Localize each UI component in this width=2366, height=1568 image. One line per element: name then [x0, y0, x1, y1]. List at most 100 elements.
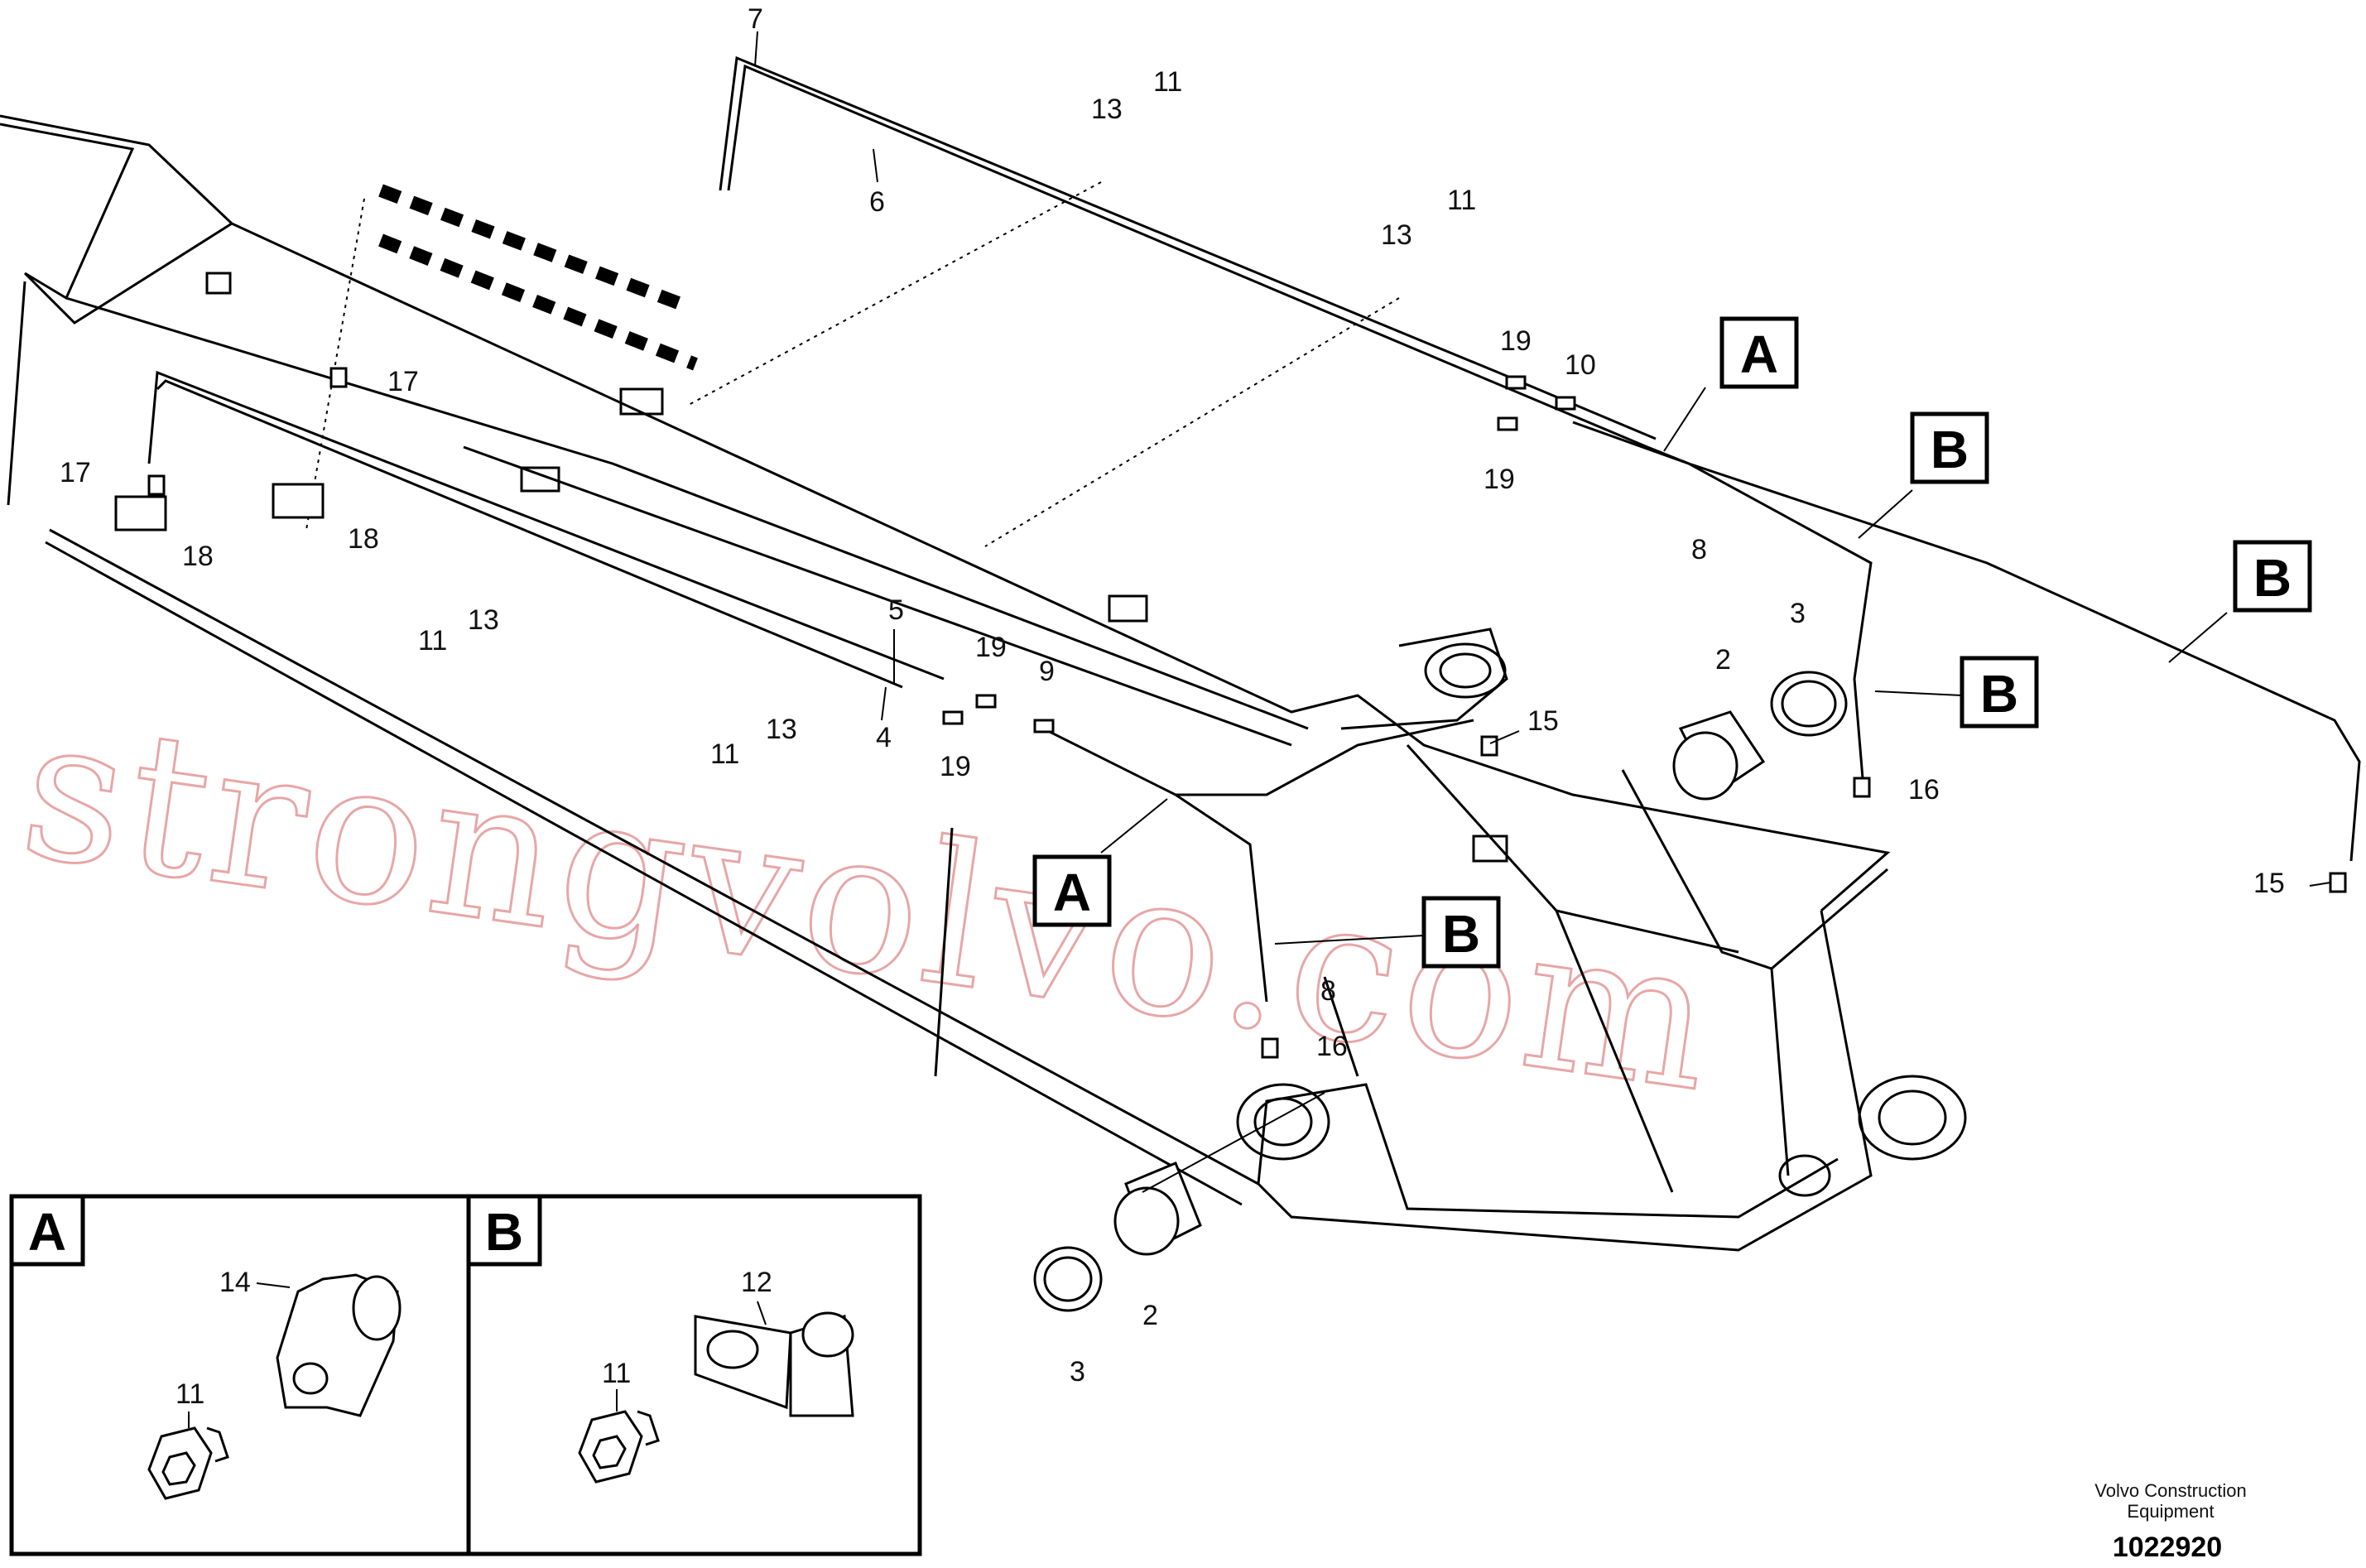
pivot-boss-foot-inner: [1878, 1089, 1947, 1146]
hose-7: [719, 55, 1657, 440]
callout-8: 8: [1691, 534, 1707, 565]
fitting-19: [1497, 416, 1518, 431]
callout-13: 13: [766, 714, 797, 745]
callout-2: 2: [1142, 1300, 1158, 1331]
callout-18: 18: [348, 523, 379, 555]
callout-7: 7: [748, 3, 763, 35]
pivot-boss-foot-hole: [1778, 1154, 1831, 1197]
boom-structure: [0, 114, 1967, 1252]
pivot-arm-upper: [1340, 628, 1508, 730]
fitting-17: [329, 367, 348, 388]
leader: [1100, 798, 1168, 854]
leader: [873, 148, 878, 183]
callout-16: 16: [1316, 1031, 1348, 1062]
callout-11: 11: [1447, 185, 1476, 216]
leader: [2309, 882, 2331, 887]
fitting-15: [1480, 735, 1498, 757]
hoses: [147, 55, 2361, 1003]
callout-4: 4: [876, 722, 892, 753]
footer-company: Volvo Construction: [2094, 1480, 2246, 1501]
bolt-icon: [578, 1410, 660, 1484]
seal-ring-3-inner: [1781, 680, 1837, 728]
section-mark-b: B: [1421, 896, 1501, 969]
mount-pad: [1108, 594, 1148, 623]
boom-top-plate: [0, 123, 233, 325]
fitting-17: [147, 474, 166, 496]
callout-2: 2: [1715, 644, 1731, 676]
callout-19: 19: [975, 632, 1007, 663]
leader: [1142, 1092, 1325, 1193]
bolt-icon: [147, 1426, 229, 1500]
boom-foot: [1257, 1083, 1839, 1219]
leader: [1874, 690, 1963, 696]
detail-panel-a-title-box: [9, 1194, 85, 1267]
detail-panel-a-title: A: [28, 1202, 66, 1262]
callout-13: 13: [1091, 94, 1123, 125]
pivot-boss-lower-inner: [1253, 1097, 1313, 1147]
fitting-16: [1853, 777, 1871, 798]
callout-11: 11: [1153, 66, 1182, 98]
callout-5: 5: [888, 594, 904, 626]
dotted-leader-13a: [686, 181, 1102, 406]
mount-pad: [205, 272, 232, 295]
hose-8-upper: [1572, 421, 1873, 779]
hose-8-lower: [1042, 719, 1474, 1003]
leader: [1663, 387, 1706, 452]
footer-company-2: Equipment: [2127, 1501, 2214, 1522]
detail-panel-a-bolt-label: 11: [176, 1378, 204, 1410]
fitting-10: [1555, 396, 1576, 411]
bracket-18: [272, 483, 325, 519]
hose-6: [727, 64, 2361, 862]
leader: [1274, 935, 1425, 945]
callout-19: 19: [1500, 325, 1532, 357]
hose-4: [156, 379, 903, 689]
callout-17: 17: [387, 366, 419, 397]
dashed-hose-lower: [378, 233, 698, 371]
dotted-leader-17: [305, 198, 365, 531]
fitting-9: [1033, 719, 1055, 733]
callout-15: 15: [1527, 705, 1559, 737]
footer: Volvo Construction Equipment 1022920: [2094, 1480, 2246, 1563]
callout-17: 17: [60, 457, 91, 488]
fitting-16: [1261, 1037, 1279, 1059]
callout-16: 16: [1908, 774, 1940, 806]
callout-19: 19: [1484, 464, 1515, 495]
svg-text:A: A: [1740, 325, 1778, 384]
bushing-2-end: [1113, 1186, 1180, 1256]
leader: [256, 1282, 291, 1288]
svg-text:A: A: [1053, 863, 1091, 922]
detail-panel-b-clip-label: 12: [741, 1267, 772, 1298]
svg-text:B: B: [2253, 548, 2291, 608]
dashed-hose-routing: [305, 181, 1400, 547]
section-mark-a: A: [1032, 854, 1112, 927]
bushings: [1033, 671, 1848, 1312]
detail-panel-b: B 12 11: [466, 1194, 922, 1556]
hose-5: [147, 370, 945, 681]
leader: [1489, 730, 1520, 744]
section-marks: A B B B A B: [1032, 316, 2312, 969]
detail-panel-a-frame: [9, 1194, 471, 1556]
detail-panel-b-bolt-label: 11: [602, 1358, 631, 1389]
callout-3: 3: [1790, 598, 1806, 629]
fitting-19: [1505, 375, 1527, 390]
fitting-19: [942, 710, 964, 725]
leader: [757, 1301, 767, 1325]
callout-13: 13: [468, 604, 499, 636]
callout-10: 10: [1565, 349, 1596, 381]
foot-inner: [1323, 910, 1790, 1193]
leader: [754, 31, 758, 67]
fittings: [114, 367, 2347, 1059]
boom-side-face: [7, 281, 1309, 730]
callout-8: 8: [1320, 975, 1336, 1007]
detail-panel-b-title: B: [485, 1202, 523, 1262]
footer-doc-number: 1022920: [2113, 1532, 2222, 1563]
section-mark-b: B: [2233, 540, 2312, 613]
callout-19: 19: [940, 751, 971, 782]
callout-11: 11: [418, 625, 447, 657]
section-mark-b: B: [1960, 656, 2039, 729]
pivot-boss-upper-inner: [1439, 652, 1492, 689]
callout-9: 9: [1039, 656, 1055, 687]
detail-panel-b-title-box: [466, 1194, 542, 1267]
svg-text:B: B: [1442, 904, 1480, 964]
mount-pad: [520, 466, 560, 493]
